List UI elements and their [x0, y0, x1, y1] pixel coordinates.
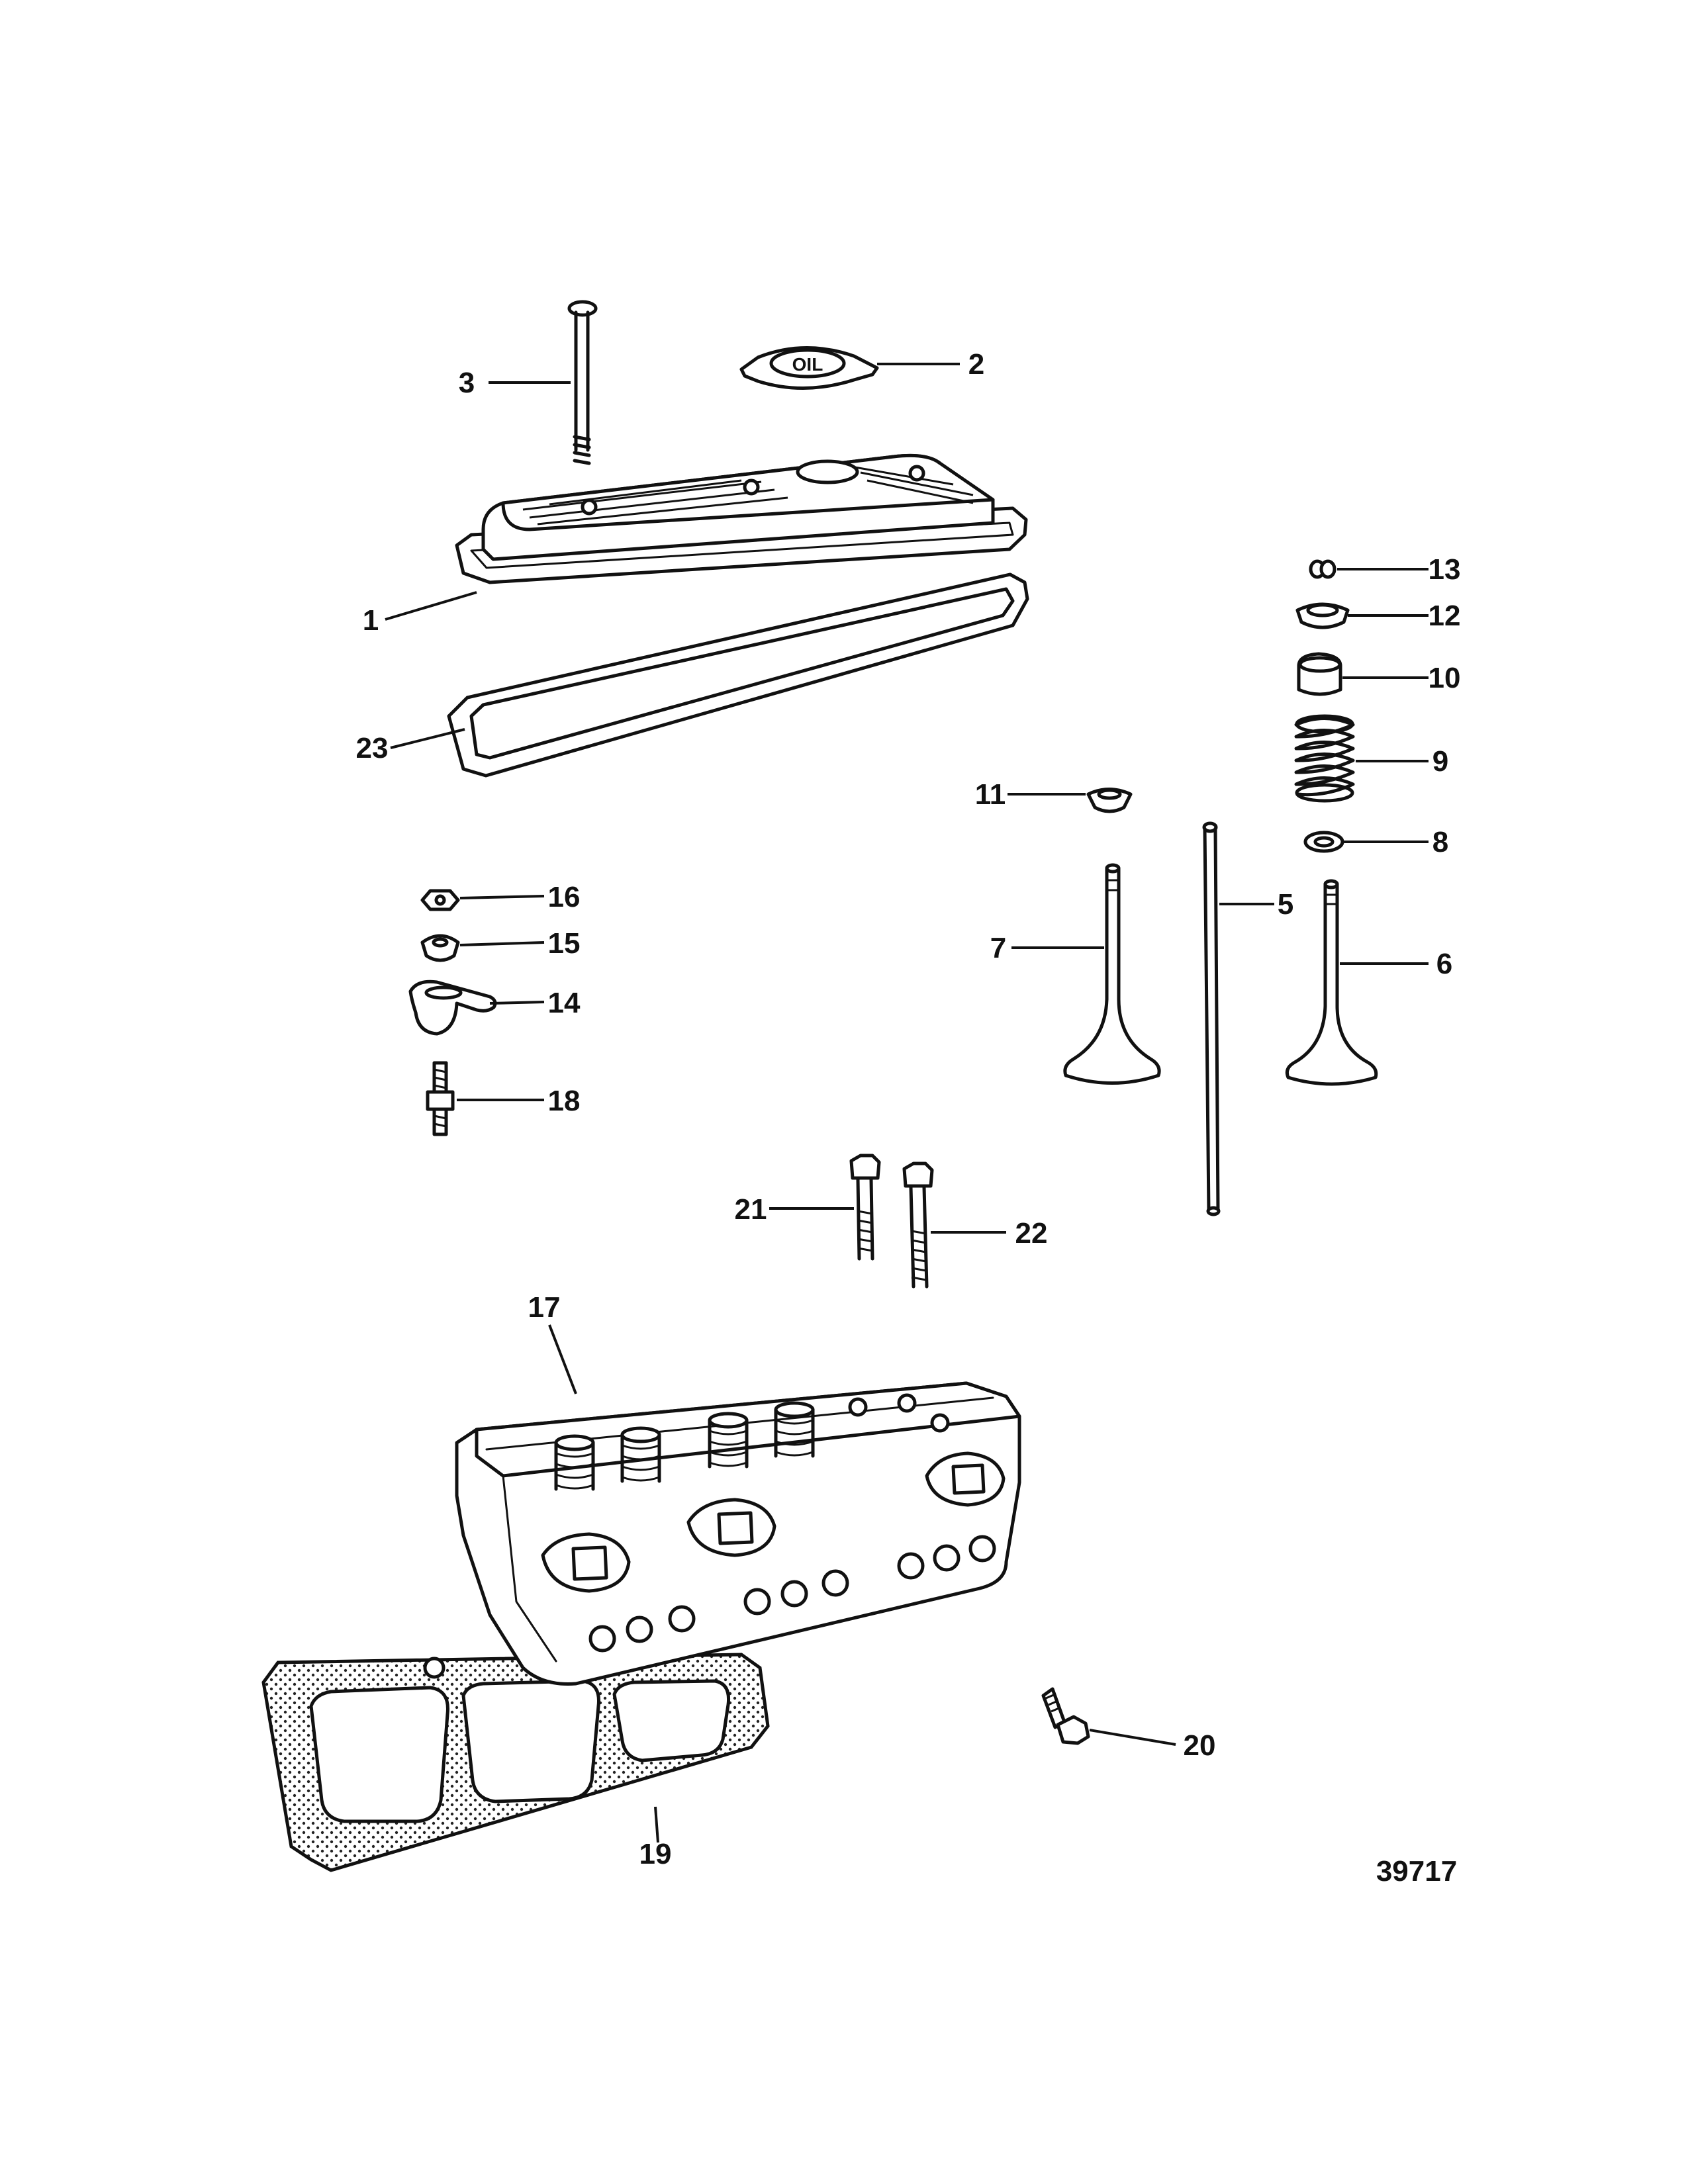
part-1-rocker-arm-cover	[455, 453, 1028, 584]
part-20-bolt	[1041, 1687, 1090, 1745]
part-15-rocker-arm-ball	[420, 934, 460, 962]
cover-fins	[522, 465, 974, 525]
part-16-rocker-arm-nut	[420, 889, 460, 911]
callout-14: 14	[548, 987, 581, 1019]
callout-22: 22	[1015, 1217, 1048, 1250]
part-19-cylinder-head-gasket	[261, 1653, 770, 1872]
part-9-valve-spring	[1294, 714, 1355, 803]
leader-23	[390, 728, 465, 749]
leader-16	[459, 895, 545, 899]
callout-7: 7	[990, 932, 1006, 964]
part-12-valve-spring-cap	[1295, 602, 1350, 629]
part-7-intake-valve	[1063, 863, 1161, 1085]
head-bolt-bosses	[588, 1535, 996, 1653]
figure-number: 39717	[1376, 1855, 1457, 1888]
callout-11: 11	[975, 778, 1006, 811]
callout-17: 17	[528, 1291, 561, 1324]
leader-19	[654, 1806, 659, 1843]
leader-1	[385, 591, 477, 621]
part-10-oil-shield	[1297, 652, 1342, 696]
part-6-exhaust-valve	[1285, 879, 1378, 1086]
callout-19: 19	[639, 1838, 672, 1870]
part-14-rocker-arm	[408, 979, 497, 1036]
part-22-cylinder-head-bolt-long	[902, 1161, 934, 1289]
callout-15: 15	[548, 927, 581, 960]
callout-2: 2	[968, 348, 984, 381]
callout-20: 20	[1184, 1729, 1216, 1762]
part-2-oil-filler-cap: OIL	[739, 346, 879, 390]
part-3-cover-bolt	[567, 300, 598, 465]
oil-cap-label: OIL	[792, 354, 823, 375]
callout-10: 10	[1429, 662, 1461, 694]
callout-18: 18	[548, 1085, 581, 1117]
part-17-cylinder-head	[455, 1381, 1021, 1686]
leader-14	[489, 1001, 545, 1005]
callout-3: 3	[459, 367, 475, 399]
callout-13: 13	[1429, 553, 1461, 586]
leader-17	[548, 1324, 577, 1394]
callout-21: 21	[735, 1193, 767, 1226]
callout-16: 16	[548, 881, 581, 913]
leader-20	[1089, 1729, 1176, 1746]
part-23-cover-gasket	[447, 572, 1029, 778]
head-valve-springs	[554, 1393, 950, 1491]
callout-9: 9	[1432, 745, 1448, 778]
part-8-valve-seal	[1303, 831, 1344, 853]
part-18-rocker-arm-stud	[426, 1061, 455, 1136]
callout-8: 8	[1432, 826, 1448, 858]
callout-1: 1	[363, 604, 379, 637]
leader-15	[459, 941, 545, 946]
part-11-valve-retainer	[1086, 788, 1133, 813]
head-exhaust-ports	[541, 1451, 1006, 1593]
part-21-cylinder-head-bolt	[849, 1154, 881, 1261]
callout-12: 12	[1429, 600, 1461, 632]
callout-6: 6	[1436, 948, 1452, 980]
part-13-valve-locks	[1309, 559, 1336, 579]
part-5-push-rod	[1202, 821, 1221, 1216]
callout-5: 5	[1278, 888, 1293, 921]
callout-23: 23	[356, 732, 389, 764]
